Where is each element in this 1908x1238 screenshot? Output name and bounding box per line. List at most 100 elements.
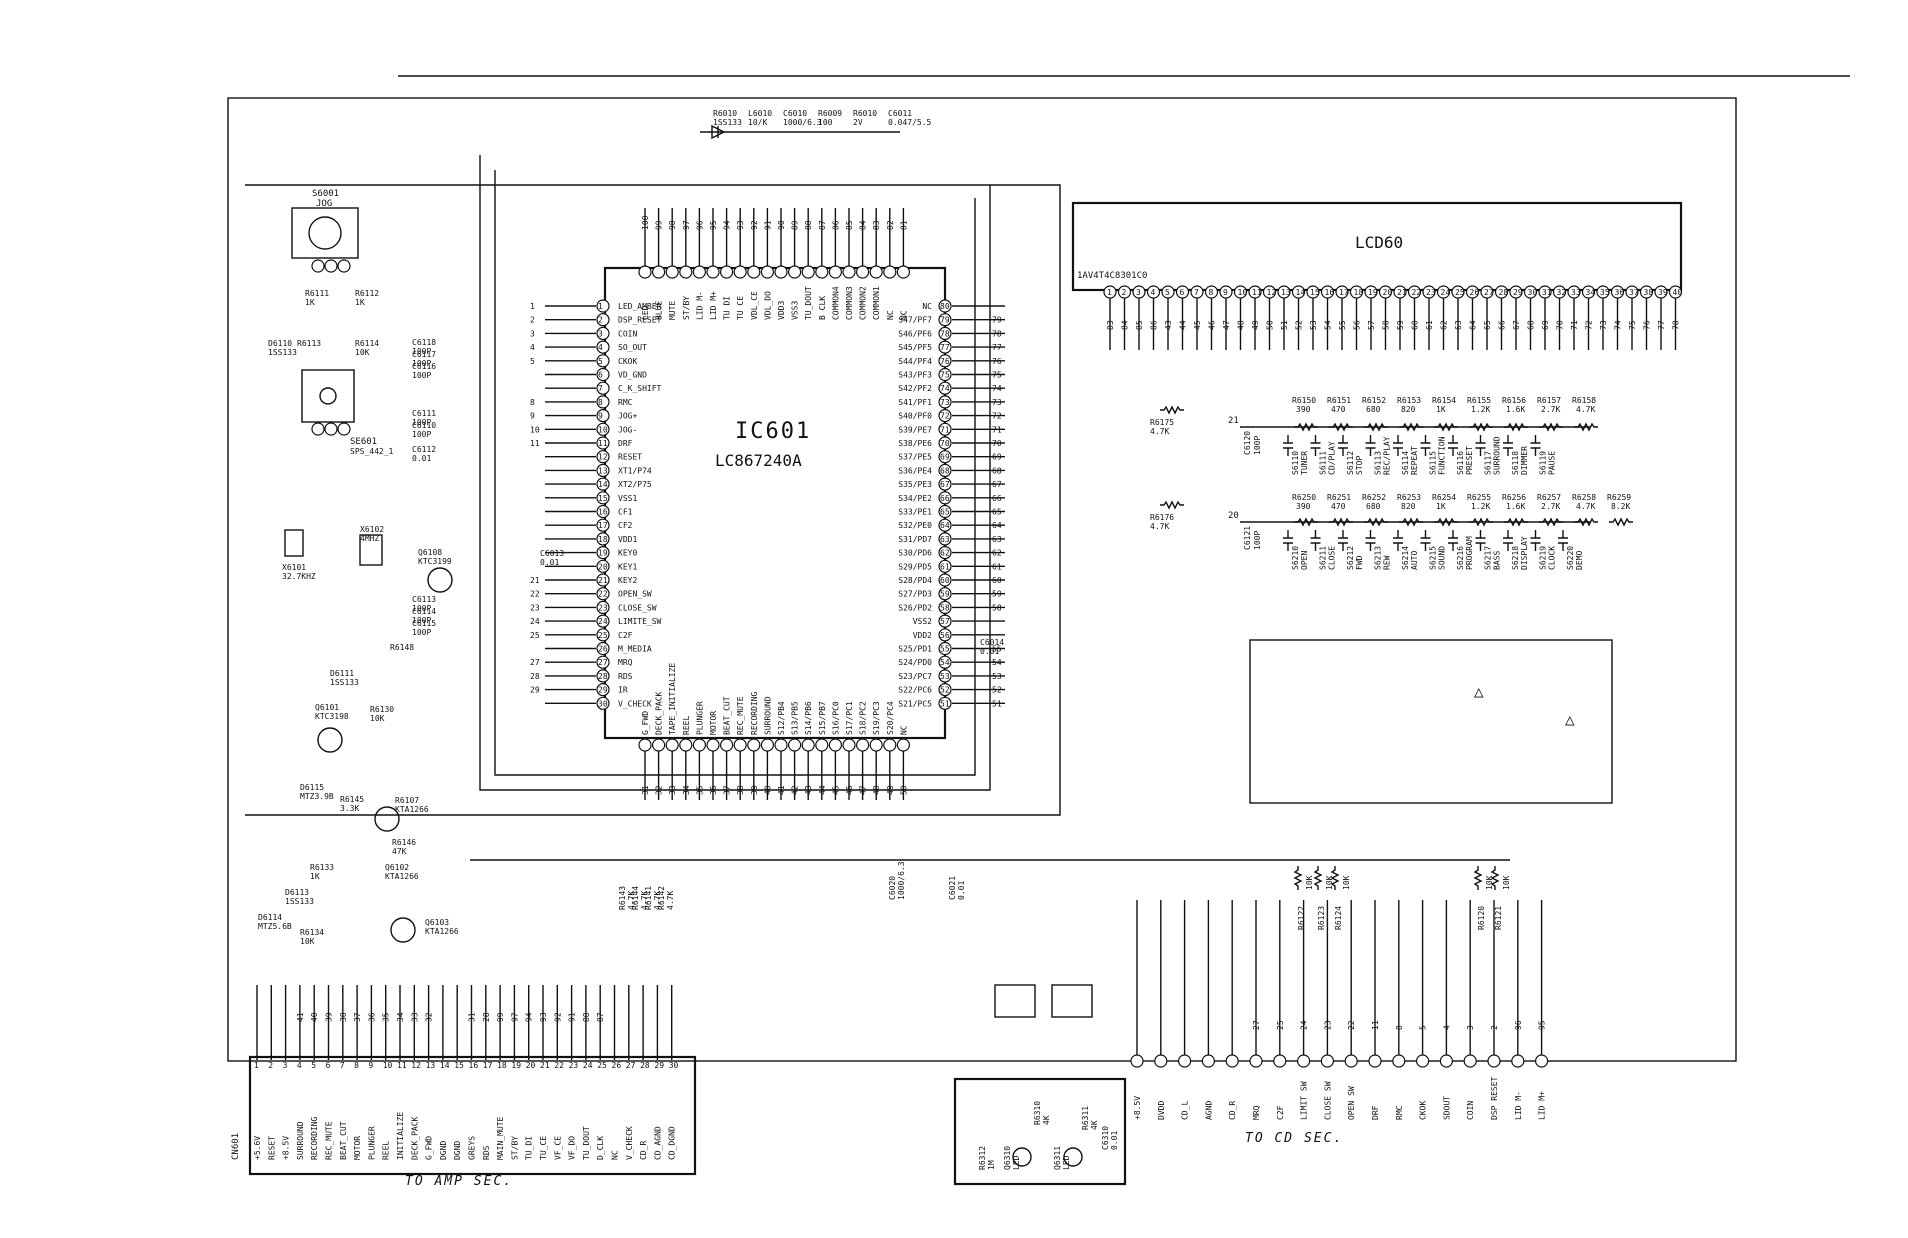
cn601-net-label: 41 [296,1012,305,1022]
part-value: 1K [355,298,365,307]
pullup-resistor-symbol [1313,866,1323,890]
cn601-pin-label: DECK_PACK [410,1116,419,1160]
cn601-pin-label: D_CLK [596,1136,605,1160]
cn601-pin-label: TU_DI [525,1136,534,1160]
pullup-resistor-symbol [1490,866,1500,890]
ic-pin [706,738,720,752]
key-resistor-ref: R6251 [1327,493,1351,502]
ic-pin-number: 14 [598,480,608,489]
ic-pin-number: 78 [940,329,950,338]
cd-pin [1439,1054,1454,1068]
ic-pin [638,738,652,752]
key-resistor-ref: R6258 [1572,493,1596,502]
key-resistor-symbol [1539,422,1563,432]
key-switch-symbol [1338,530,1348,551]
cn601-pin-label: TU_DOUT [582,1126,591,1160]
key-switch-ref: S6113 [1374,451,1383,475]
cd-net-label: 3 [1466,1025,1475,1030]
ic-pin-label: S12/PB4 [777,701,786,735]
lcd-pin-number: 36 [1615,288,1625,297]
cn601-pin-label: DGND [439,1141,448,1160]
part-value: 1SS133 [330,678,359,687]
part-ref: C6021 [948,876,957,900]
ic-net-label: 60 [992,576,1002,585]
key-resistor-symbol [1399,422,1423,432]
ic-pin-label: M_MEDIA [618,645,652,654]
key-resistor-ref: R6255 [1467,493,1491,502]
cd-pin-label: DSP RESET [1490,1076,1499,1120]
cn601-pin-number: 29 [654,1061,664,1070]
cd-pin [1225,1054,1239,1068]
part-ref: Q6102 [385,863,409,872]
cn601-pin-number: 5 [311,1061,316,1070]
lcd-pin-number: 28 [1499,288,1509,297]
key-resistor-value: 470 [1331,405,1346,414]
part-value: 10K [1305,875,1314,890]
part-ref: C6020 [888,876,897,900]
ic-net-label: 74 [992,384,1002,393]
lcd-pin-number: 24 [1441,288,1451,297]
lcd-net-label: 51 [1280,320,1289,330]
part-value: KTC3199 [418,557,452,566]
part-value: KTA1266 [395,805,429,814]
cd-net-label: 95 [1538,1020,1547,1030]
ic-pin-label: S35/PE3 [898,480,932,489]
cd-net-label: 8 [1395,1025,1404,1030]
ic-pin-label: MUTE [668,301,677,320]
part-value: 32.7KHZ [282,572,316,581]
ic-pin [842,265,856,279]
part-value: 10K [1485,875,1494,890]
cd-net-label: 24 [1300,1020,1309,1030]
ic-pin [638,265,652,279]
ic-pin-number: 28 [598,672,608,681]
ic-pin-label: XT1/P74 [618,466,652,475]
cn601-pin-number: 23 [569,1061,579,1070]
part-value: 2V [853,118,863,127]
ic-net-label: 67 [992,480,1002,489]
lcd-pin-number: 18 [1354,288,1364,297]
cn601-pin-number: 8 [354,1061,359,1070]
part-ref: C6118 [412,338,436,347]
key-switch-name: DEMO [1575,551,1584,570]
ic-net-label: 66 [992,494,1002,503]
ic-pin-label: S29/PD5 [898,562,932,571]
ic-net-label: 71 [992,425,1002,434]
ic-pin-label: COMMON4 [831,286,840,320]
cn601-net-label: 33 [410,1012,419,1022]
cn601-note: TO AMP SEC. [405,1174,513,1189]
cn601-pin-label: DGND [453,1141,462,1160]
ic-pin-number: 82 [886,220,895,230]
pullup-resistor-symbol [1330,866,1340,890]
ic-pin [596,450,610,464]
ic-pin-label: S33/PE1 [898,508,932,517]
part-ref: R6142 [657,886,666,910]
ic-pin-number: 75 [940,371,950,380]
part-value: 100P [412,430,431,439]
ic-pin [692,265,707,279]
board-outline [227,97,1737,1062]
series-resistor-symbol [1160,405,1184,415]
part-ref: Q6101 [315,703,339,712]
ic-pin-label: S40/PF0 [898,412,932,421]
ic-pin [596,504,610,519]
encoder-shaft-icon [319,387,337,405]
key-resistor-ref: R6259 [1607,493,1631,502]
key-resistor-symbol [1434,517,1458,527]
cd-pin-label: RMC [1395,1105,1404,1120]
lcd-pin-number: 34 [1586,288,1596,297]
ic-net-label: 10 [530,425,540,434]
series-resistor-value: 4.7K [1150,427,1169,436]
ic-pin-number: 18 [598,535,608,544]
ic-pin [596,491,610,505]
ic-pin [774,265,788,279]
cn601-pin-label: INITIALIZE [396,1112,405,1160]
ic-pin [665,738,679,752]
key-switch-symbol [1420,530,1431,551]
key-switch-name: DIMMER [1520,446,1529,475]
encoder-part: SPS_442_1 [350,447,394,456]
key-resistor-symbol [1329,517,1353,527]
cn601-pin-number: 26 [612,1061,622,1070]
lcd-ref: LCD60 [1355,233,1403,252]
ic-pin-label: RDS [618,672,633,681]
part-value: 4.7K [653,891,662,910]
